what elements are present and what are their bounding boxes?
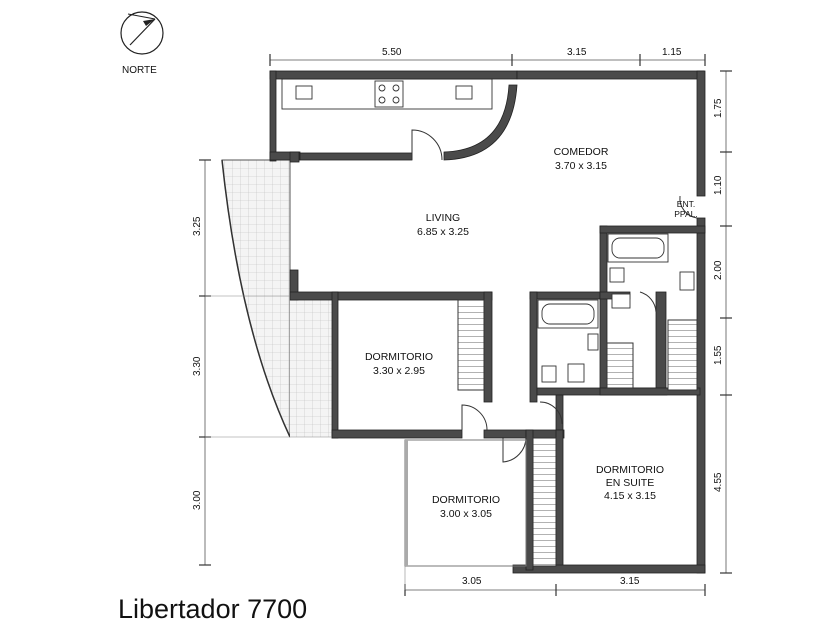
dim-left-1: 3.25 (192, 216, 203, 236)
dim-left-3: 3.00 (192, 490, 203, 510)
room-size-comedor: 3.70 x 3.15 (555, 160, 607, 172)
dim-right-3: 2.00 (713, 260, 724, 280)
room-size-living: 6.85 x 3.25 (417, 226, 469, 238)
toilet (611, 293, 631, 309)
dim-top-2: 3.15 (567, 47, 587, 58)
bidet (541, 365, 557, 383)
sink (679, 271, 695, 291)
room-name-comedor: COMEDOR (554, 146, 609, 158)
dimensions-bottom (404, 566, 706, 596)
room-size-dormitorio-2: 3.00 x 3.05 (440, 508, 492, 520)
dim-bottom-1: 3.05 (462, 576, 482, 587)
dim-right-1: 1.75 (713, 98, 724, 118)
dimensions-top (269, 54, 706, 66)
room-name-suite-2: EN SUITE (606, 477, 654, 489)
bathtub (607, 233, 669, 263)
terrace (221, 159, 291, 438)
room-name-dormitorio-2: DORMITORIO (432, 494, 500, 506)
dim-top-3: 1.15 (662, 47, 682, 58)
closet (532, 437, 557, 567)
dimensions-right (720, 70, 732, 574)
dim-bottom-2: 3.15 (620, 576, 640, 587)
entrance-label: ENT. (677, 199, 695, 209)
dim-top-1: 5.50 (382, 47, 402, 58)
kitchen-counter (281, 78, 493, 110)
dim-right-4: 1.55 (713, 345, 724, 365)
room-size-suite: 4.15 x 3.15 (604, 490, 656, 502)
dimensions-left (199, 159, 332, 566)
closet (457, 299, 485, 391)
room-size-dormitorio-1: 3.30 x 2.95 (373, 365, 425, 377)
room-name-living: LIVING (426, 212, 460, 224)
closet (606, 342, 634, 389)
bidet (609, 267, 625, 283)
bathtub (537, 299, 599, 329)
room-name-dormitorio-1: DORMITORIO (365, 351, 433, 363)
dim-right-5: 4.55 (713, 472, 724, 492)
dim-left-2: 3.30 (192, 356, 203, 376)
closet (667, 319, 698, 391)
toilet (567, 363, 585, 383)
walls (269, 70, 706, 574)
room-name-suite: DORMITORIO (596, 464, 664, 476)
north-arrow-icon (120, 11, 164, 55)
dim-right-2: 1.10 (713, 175, 724, 195)
sink (587, 333, 599, 351)
entrance-label-2: PPAL. (674, 209, 697, 219)
north-label: NORTE (122, 65, 157, 76)
plan-title: Libertador 7700 (118, 594, 307, 624)
